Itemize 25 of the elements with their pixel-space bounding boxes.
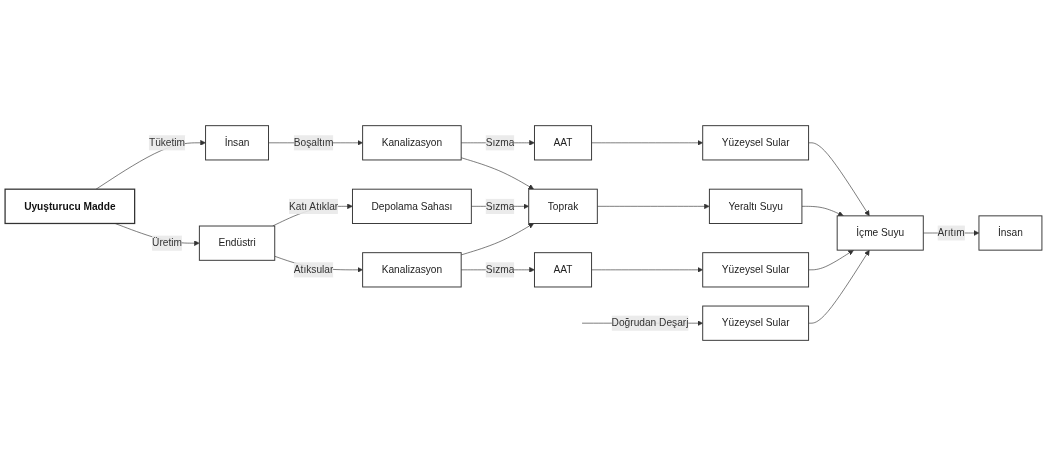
node-box: Yeraltı Suyu <box>708 188 803 224</box>
node-box: Depolama Sahası <box>352 188 472 224</box>
node-box: Kanalizasyon <box>362 125 462 161</box>
node-box: Kanalizasyon <box>362 252 462 288</box>
edge-label: Tüketim <box>148 137 186 148</box>
node-box: AAT <box>534 125 593 161</box>
node-box: Toprak <box>528 188 598 224</box>
node-box: Endüstri <box>198 225 276 261</box>
node-box: Yüzeysel Sular <box>702 252 810 288</box>
node-box: Yüzeysel Sular <box>702 125 810 161</box>
edge-label: Arıtım <box>937 227 965 239</box>
node-box: İnsan <box>205 125 269 161</box>
edge-label: Atıksular <box>293 264 334 275</box>
edge-label: Sızma <box>485 264 515 275</box>
edge-label: Sızma <box>485 137 515 148</box>
node-box: AAT <box>534 252 593 288</box>
node-box: İçme Suyu <box>836 215 924 251</box>
node-box: Yüzeysel Sular <box>702 305 810 341</box>
edge-label: Boşaltım <box>293 137 334 148</box>
node-box: İnsan <box>978 215 1043 251</box>
node-box: Uyuşturucu Madde <box>4 188 136 225</box>
edge-label: Sızma <box>485 200 515 212</box>
edge-label: Katı Atıklar <box>289 200 339 212</box>
edge-label: Üretim <box>152 237 182 249</box>
edge-label: Doğrudan Deşarj <box>611 317 689 329</box>
